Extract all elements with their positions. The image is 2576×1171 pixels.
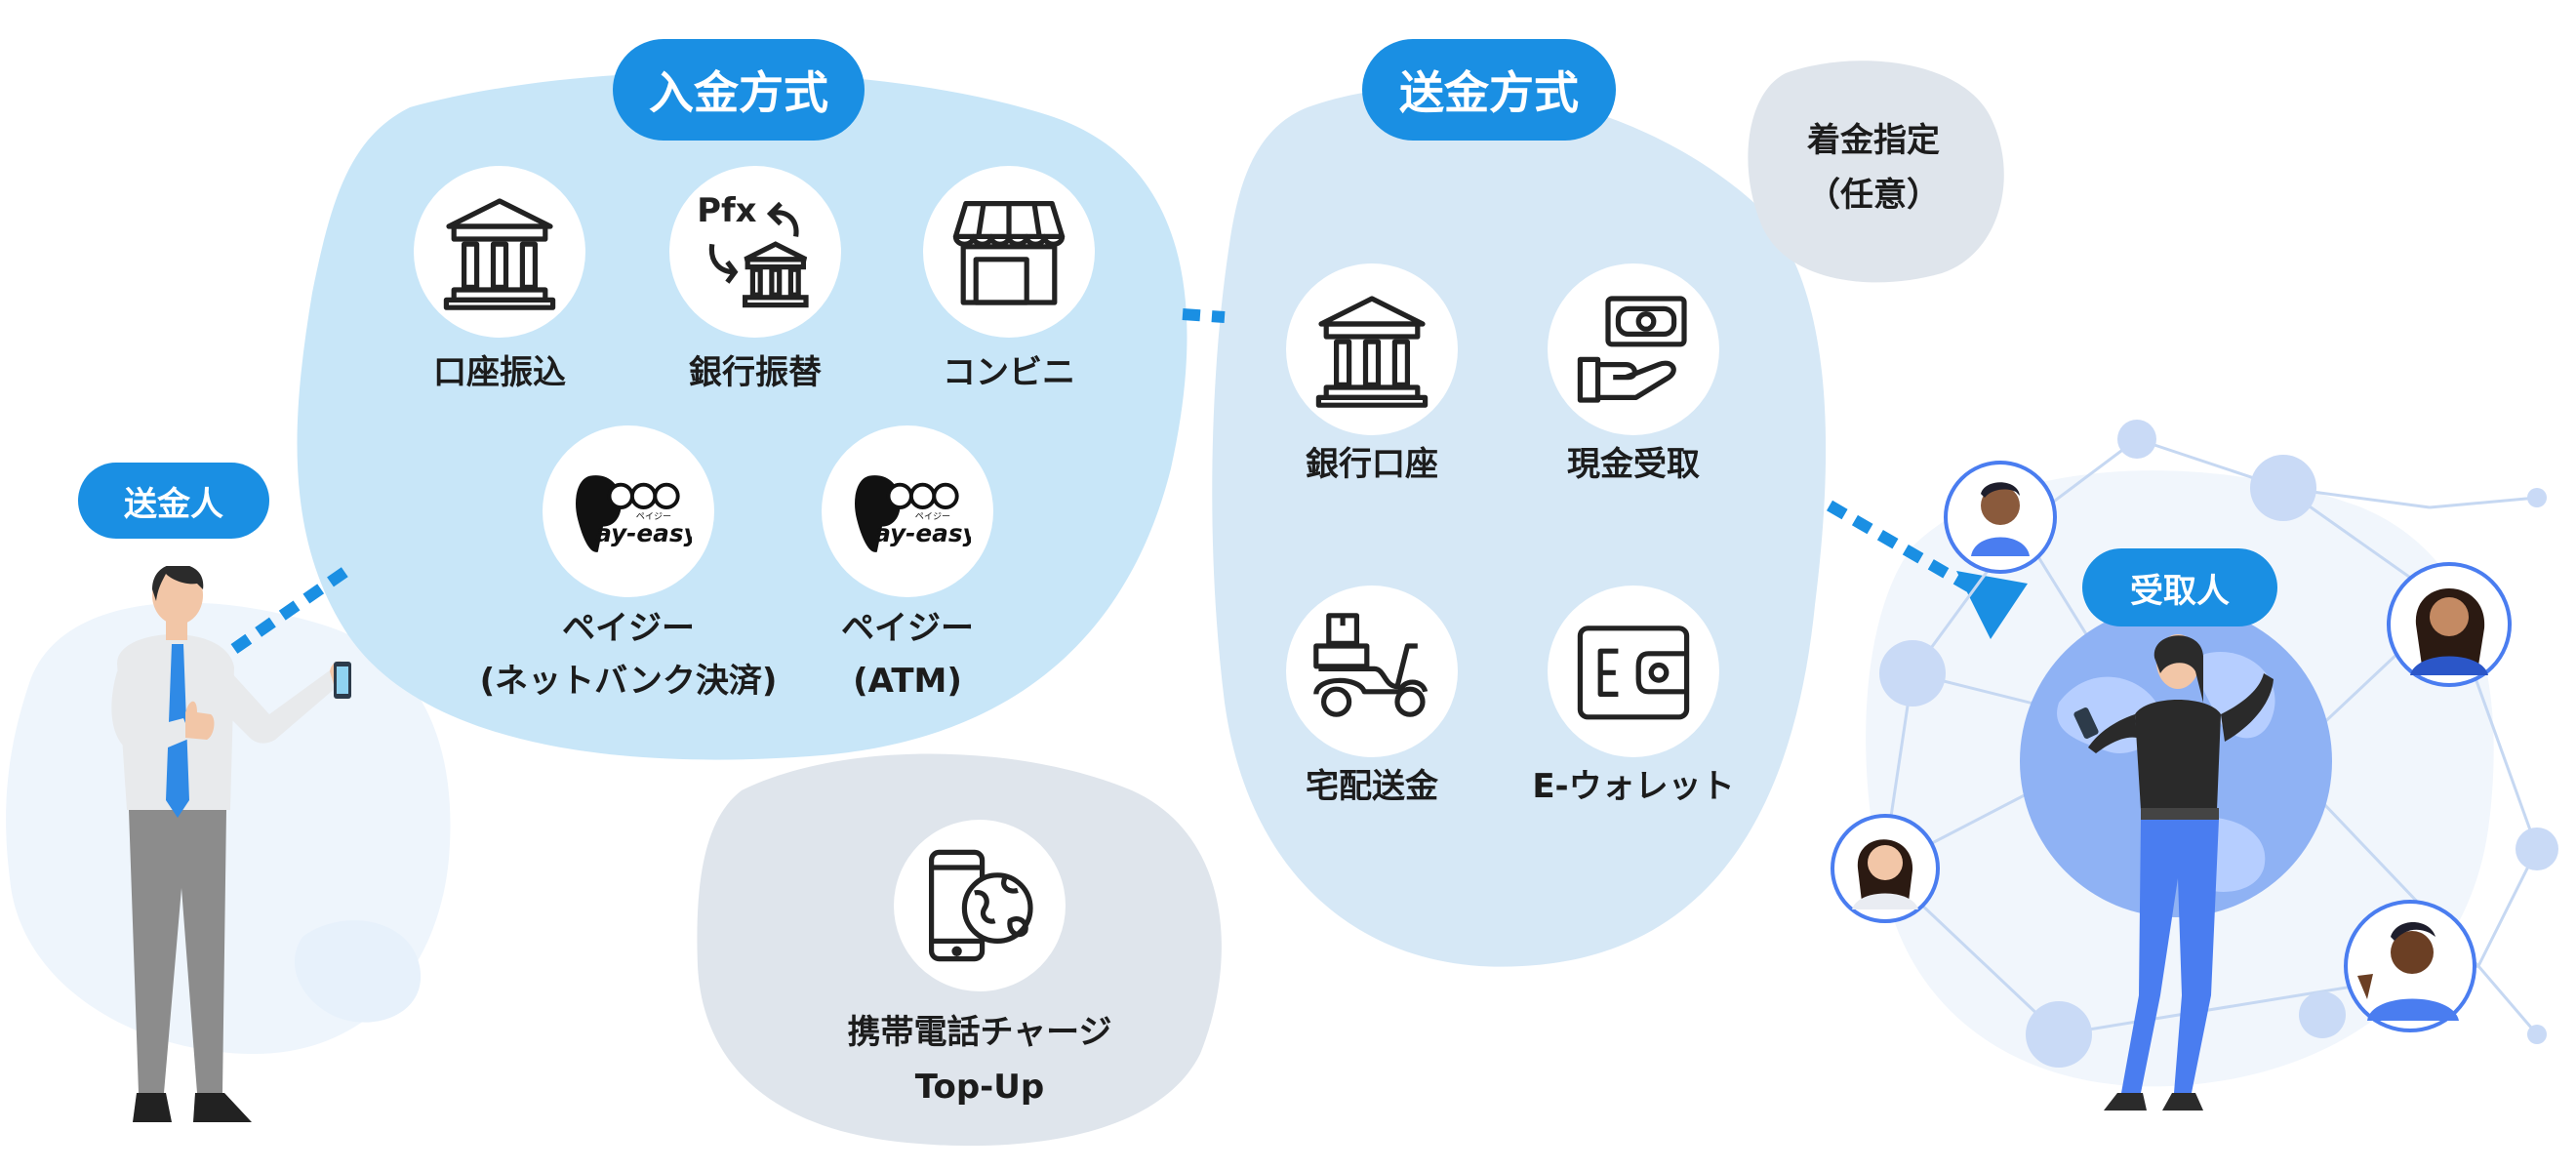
designation-line2: （任意） (1807, 176, 1940, 215)
cash-hand-icon (1577, 296, 1687, 403)
bank-transfer-icon: Pfx (697, 191, 809, 308)
deposit-item-payeasy-net-circle: ay-easy ペイジー (543, 425, 714, 597)
bank-icon (1315, 296, 1429, 408)
designation-blob (1748, 61, 2004, 283)
deposit-item-sublabel: (ATM) (853, 662, 962, 701)
bank-icon (443, 198, 556, 310)
deposit-item-store-circle (923, 166, 1095, 338)
send-item-delivery-circle (1286, 586, 1458, 757)
topup-icon-circle (894, 820, 1066, 991)
send-item-label: 現金受取 (1567, 445, 1700, 484)
deposit-item-sublabel: (ネットバンク決済) (479, 662, 778, 701)
send-item-label: 宅配送金 (1306, 767, 1438, 806)
deposit-item-payeasy-atm-circle: ay-easy ペイジー (822, 425, 993, 597)
wallet-icon (1577, 626, 1690, 720)
deposit-item-label: 口座振込 (433, 353, 566, 392)
designation-line1: 着金指定 (1807, 121, 1940, 160)
sender-illustration (111, 566, 351, 1122)
deposit-item-label: 銀行振替 (689, 353, 822, 392)
send-item-bank-circle (1286, 263, 1458, 435)
svg-text:ay-easy: ay-easy (595, 519, 692, 547)
connector-deposit-send (1182, 308, 1226, 323)
deposit-item-bank-transfer-circle: Pfx (669, 166, 841, 338)
topup-line1: 携帯電話チャージ (847, 1013, 1112, 1052)
deposit-item-label: ペイジー (562, 609, 695, 648)
sender-label: 送金人 (78, 463, 269, 539)
deposit-item-bank-icon-circle (414, 166, 585, 338)
deposit-title: 入金方式 (613, 39, 865, 141)
receiver-network-illustration (1831, 420, 2558, 1110)
svg-text:Pfx: Pfx (697, 191, 756, 229)
topup-line2: Top-Up (914, 1068, 1045, 1107)
delivery-scooter-icon (1313, 613, 1429, 717)
deposit-item-label: ペイジー (841, 609, 974, 648)
connector-sender-deposit (230, 566, 350, 654)
send-title: 送金方式 (1362, 39, 1616, 141)
store-icon (952, 201, 1066, 305)
send-item-wallet-circle (1548, 586, 1719, 757)
receiver-label: 受取人 (2082, 548, 2277, 626)
send-item-label: E-ウォレット (1532, 767, 1735, 806)
send-blob (1212, 86, 1827, 967)
payeasy-logo: ay-easy ペイジー (855, 475, 971, 552)
phone-globe-icon (929, 849, 1033, 962)
svg-text:ペイジー: ペイジー (636, 512, 671, 522)
deposit-item-label: コンビニ (943, 353, 1075, 392)
svg-text:ay-easy: ay-easy (874, 519, 971, 547)
svg-text:ペイジー: ペイジー (915, 512, 950, 522)
payeasy-logo: ay-easy ペイジー (576, 475, 692, 552)
send-item-label: 銀行口座 (1306, 445, 1438, 484)
send-item-cash-circle (1548, 263, 1719, 435)
